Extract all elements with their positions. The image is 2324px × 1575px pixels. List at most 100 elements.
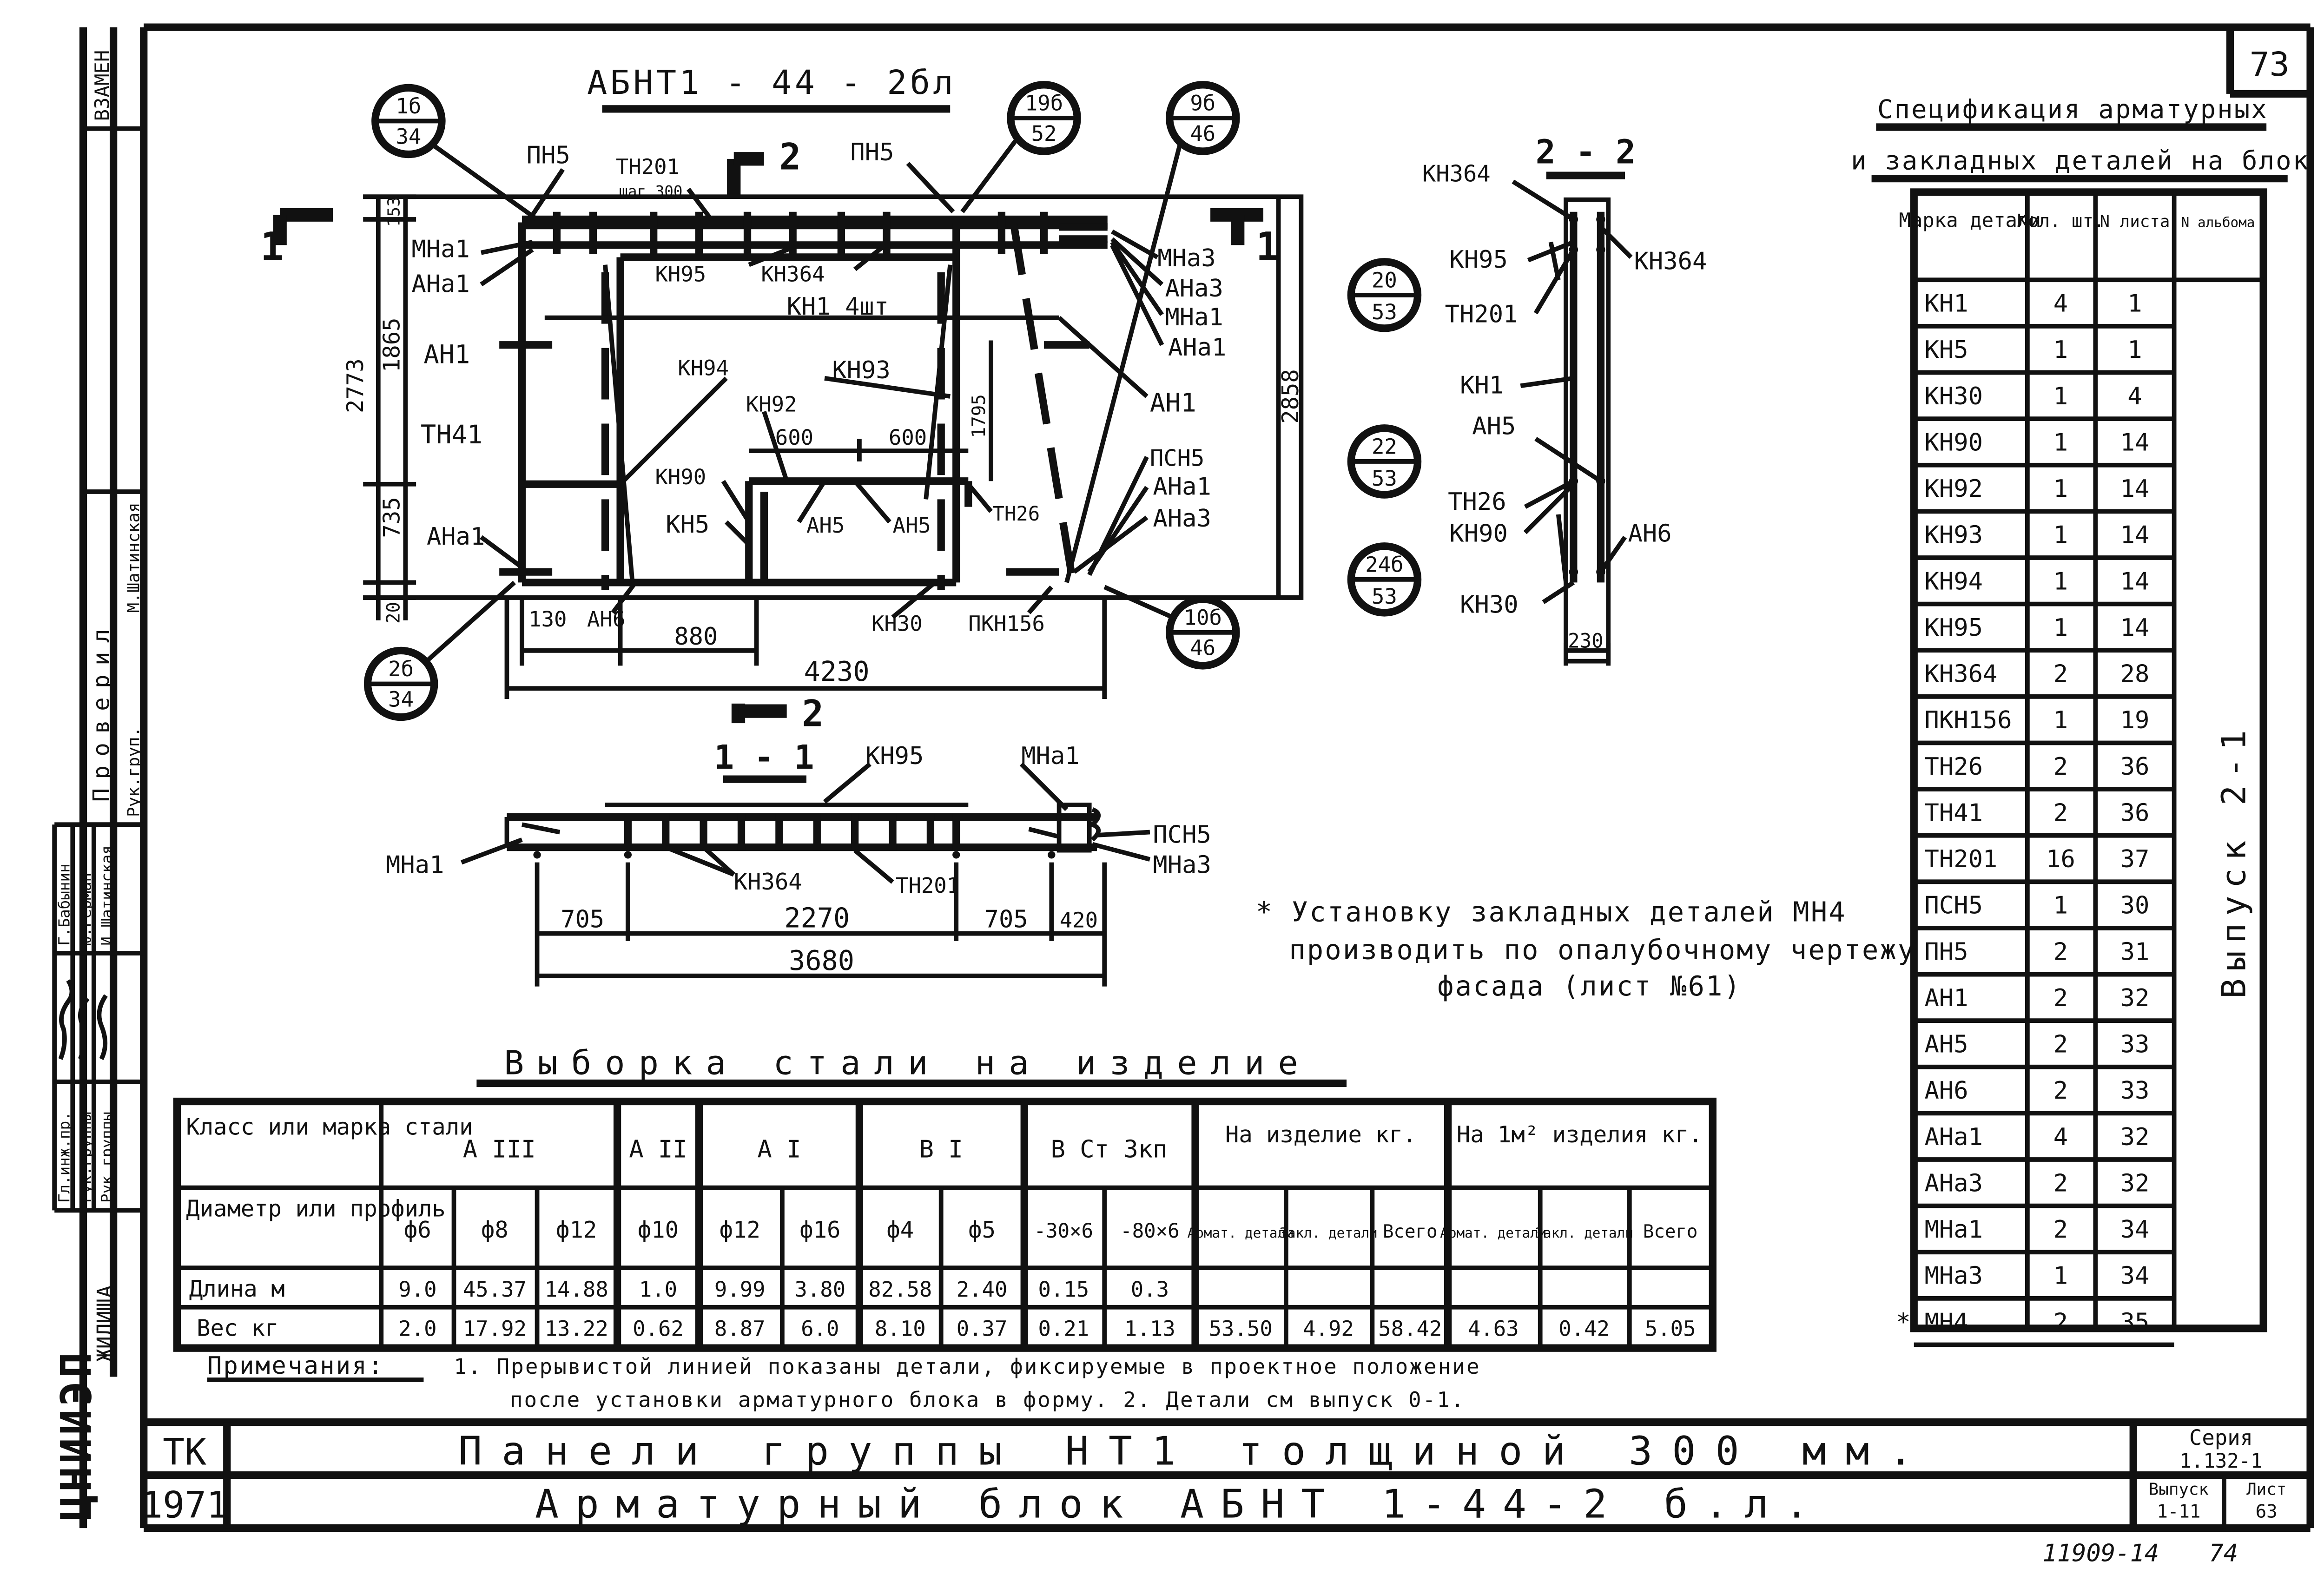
label-11-mna3: МНа3 <box>1153 851 1211 879</box>
svg-text:ф5: ф5 <box>968 1217 996 1243</box>
spec-cell-mark: КН92 <box>1925 475 1983 503</box>
label-22-kn364-top: КН364 <box>1422 161 1491 187</box>
svg-text:0.15: 0.15 <box>1038 1277 1089 1302</box>
spec-cell-qty: 1 <box>2053 567 2068 595</box>
spec-cell-qty: 1 <box>2053 892 2068 920</box>
label-ah1-left: АН1 <box>423 340 470 369</box>
spec-cell-sheet: 37 <box>2120 845 2150 873</box>
spec-cell-mark: КН30 <box>1925 382 1983 410</box>
footer-code: 11909-14 <box>2042 1540 2159 1568</box>
svg-text:4.63: 4.63 <box>1468 1317 1519 1341</box>
footer-mark: 74 <box>2209 1540 2238 1568</box>
steel-table: Выборка стали на изделие Класс или марка… <box>173 1043 1717 1352</box>
spec-cell-mark: ПКН156 <box>1925 706 2012 734</box>
label-11-th201: ТН201 <box>896 873 959 898</box>
name-3: И.Шатинская <box>98 845 116 946</box>
svg-text:Армат. детали: Армат. детали <box>1440 1225 1546 1241</box>
svg-text:34: 34 <box>396 124 421 149</box>
spec-cell-mark: КН364 <box>1925 660 1998 688</box>
series-label: Серия <box>2189 1425 2253 1450</box>
svg-text:1.0: 1.0 <box>639 1277 677 1302</box>
steel-length-row: 9.0 45.37 14.88 1.0 9.99 3.80 82.58 2.40… <box>398 1277 1169 1302</box>
svg-text:Всего: Всего <box>1383 1221 1438 1242</box>
spec-cell-sheet: 4 <box>2127 382 2142 410</box>
spec-cell-sheet: 36 <box>2120 799 2150 827</box>
spec-table: Спецификация арматурных и закладных дета… <box>1851 95 2308 1347</box>
spec-cell-sheet: 19 <box>2120 706 2150 734</box>
spec-header-sheet: N листа <box>2100 212 2170 231</box>
spec-cell-qty: 4 <box>2053 1123 2068 1151</box>
spec-cell-sheet: 1 <box>2127 336 2142 364</box>
name-2: Ю.Герман <box>77 873 94 946</box>
spec-cell-qty: 2 <box>2053 753 2068 781</box>
dim-153: 153 <box>384 197 403 227</box>
spec-cell-sheet: 32 <box>2120 984 2150 1012</box>
steel-rowhead-profile: Диаметр или профиль <box>186 1195 445 1222</box>
label-kn364: КН364 <box>761 262 825 287</box>
spec-cell-mark: КН95 <box>1925 614 1983 642</box>
spec-cell-star: * <box>1896 1308 1910 1336</box>
spec-volume: Выпуск 2-1 <box>2215 723 2253 999</box>
install-note-line-3: фасада (лист №61) <box>1437 970 1742 1002</box>
spec-cell-mark: АНа1 <box>1925 1123 1983 1151</box>
dim-2773: 2773 <box>342 358 369 413</box>
steel-table-title: Выборка стали на изделие <box>504 1043 1312 1082</box>
install-note-line-2: производить по опалубочному чертежу <box>1289 934 1915 966</box>
elevation-view: 1 1 2 2 1б 34 19б 52 9б 46 <box>260 81 1304 735</box>
svg-text:0.21: 0.21 <box>1038 1317 1089 1341</box>
role-2: Рук.группы <box>77 1112 94 1203</box>
sheet-frame <box>140 23 2314 1532</box>
dim-1795: 1795 <box>969 394 990 438</box>
label-11-kn95: КН95 <box>865 742 924 770</box>
label-mna3: МНа3 <box>1157 244 1215 272</box>
spec-cell-sheet: 34 <box>2120 1216 2150 1244</box>
spec-cell-qty: 4 <box>2053 290 2068 318</box>
notes-line-1: 1. Прерывистой линией показаны детали, ф… <box>454 1354 1481 1379</box>
section-1-marker-left: 1 <box>260 224 284 270</box>
spec-header-mark: Марка детали <box>1899 209 2041 231</box>
svg-text:9.99: 9.99 <box>714 1277 766 1302</box>
section-1-1-ties <box>624 814 960 850</box>
title-code: ТК <box>163 1431 206 1473</box>
spec-cell-mark: МНа3 <box>1925 1262 1983 1290</box>
check-name: М.Шатинская <box>124 502 143 613</box>
label-kn94: КН94 <box>678 356 729 380</box>
section-1-1-title: 1 - 1 <box>714 738 814 777</box>
dim-705a: 705 <box>561 906 604 934</box>
steel-group-vst3kp: В Ст 3кп <box>1051 1135 1168 1163</box>
leader-lines <box>480 162 1164 619</box>
steel-rowhead-length: Длина м <box>189 1276 285 1302</box>
spec-cell-sheet: 30 <box>2120 892 2150 920</box>
svg-text:1.13: 1.13 <box>1124 1317 1175 1341</box>
dim-420: 420 <box>1060 908 1098 933</box>
spec-cell-sheet: 14 <box>2120 567 2150 595</box>
spec-cell-mark: АН5 <box>1925 1031 1968 1059</box>
label-th201: ТН201 <box>616 154 680 179</box>
svg-text:0.62: 0.62 <box>633 1317 684 1341</box>
spec-cell-qty: 1 <box>2053 428 2068 456</box>
label-22-kn90: КН90 <box>1449 520 1507 547</box>
svg-text:45.37: 45.37 <box>463 1277 527 1302</box>
issue-label: Выпуск <box>2149 1480 2209 1499</box>
steel-group-a1: А I <box>757 1135 801 1163</box>
spec-cell-qty: 2 <box>2053 1077 2068 1105</box>
label-11-pch5: ПСН5 <box>1153 821 1211 849</box>
label-kn92: КН92 <box>746 392 797 416</box>
role-1: Гл.инж.пр. <box>56 1112 73 1203</box>
svg-text:1б: 1б <box>396 94 421 119</box>
svg-text:9.0: 9.0 <box>398 1277 436 1302</box>
elevation-dimensions: 153 1865 2773 735 20 2858 1795 600 600 1… <box>342 194 1304 699</box>
spec-cell-sheet: 14 <box>2120 428 2150 456</box>
steel-weight-row: 2.0 17.92 13.22 0.62 8.87 6.0 8.10 0.37 … <box>398 1317 1696 1341</box>
spec-cell-sheet: 32 <box>2120 1123 2150 1151</box>
callout-1b-34: 1б 34 <box>371 84 539 222</box>
role-3: Рук.группы <box>98 1112 116 1203</box>
dim-600a: 600 <box>775 425 813 450</box>
spec-cell-sheet: 14 <box>2120 475 2150 503</box>
spec-cell-qty: 2 <box>2053 1169 2068 1197</box>
dim-20: 20 <box>383 602 404 624</box>
label-kn93: КН93 <box>832 356 890 384</box>
spec-cell-sheet: 14 <box>2120 614 2150 642</box>
svg-text:53: 53 <box>1372 584 1397 609</box>
